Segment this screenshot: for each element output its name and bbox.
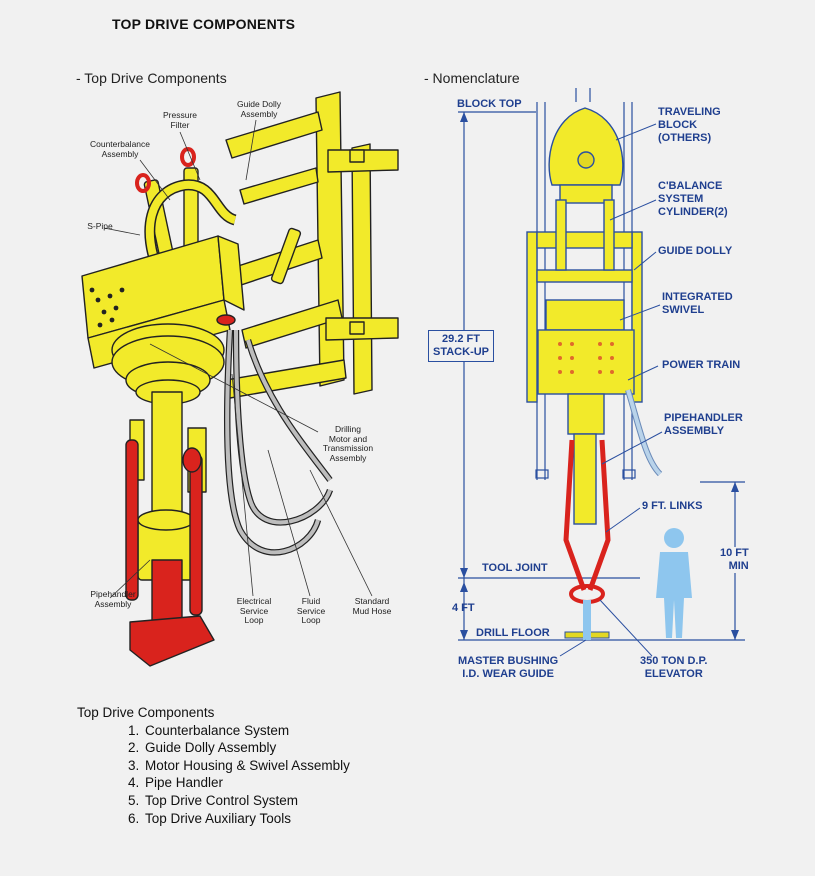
page-title: TOP DRIVE COMPONENTS (112, 16, 296, 32)
label-tool-joint: TOOL JOINT (482, 562, 548, 574)
red-bails (135, 147, 196, 193)
label-integrated-swivel: INTEGRATED SWIVEL (662, 291, 733, 316)
nomenclature-diagram (458, 88, 745, 657)
list-item: Motor Housing & Swivel Assembly (143, 757, 350, 775)
list-item: Guide Dolly Assembly (143, 739, 350, 757)
label-guide-dolly: GUIDE DOLLY (658, 245, 733, 257)
left-panel-heading: - Top Drive Components (76, 70, 227, 86)
component-list: Top Drive Components Counterbalance Syst… (77, 704, 350, 827)
label-10ft-min: 10 FT MIN (720, 547, 749, 573)
human-scale-figure (656, 528, 692, 638)
pipehandler-assembly (125, 439, 215, 667)
label-4ft: 4 FT (452, 602, 475, 614)
label-guide-dolly-assembly: Guide Dolly Assembly (237, 99, 281, 119)
label-stack-up: 29.2 FT STACK-UP (428, 330, 495, 362)
label-master-bushing: MASTER BUSHING I.D. WEAR GUIDE (458, 655, 559, 680)
label-drill-floor: DRILL FLOOR (476, 627, 550, 639)
label-counterbalance-assembly: Counterbalance Assembly (89, 139, 150, 159)
right-panel-heading: - Nomenclature (424, 70, 520, 86)
label-electrical-service-loop: Electrical Service Loop (236, 596, 272, 625)
list-item: Top Drive Auxiliary Tools (143, 810, 350, 828)
label-block-top: BLOCK TOP (457, 98, 522, 110)
label-pipehandler: PIPEHANDLER ASSEMBLY (664, 412, 743, 437)
guide-dolly-frame (225, 91, 399, 399)
list-item: Pipe Handler (143, 774, 350, 792)
label-9ft-links: 9 FT. LINKS (642, 500, 703, 512)
label-power-train: POWER TRAIN (662, 359, 741, 371)
label-cbalance-system: C'BALANCE SYSTEM CYLINDER(2) (658, 180, 728, 218)
label-pressure-filter: Pressure Filter (162, 110, 197, 130)
label-traveling-block: TRAVELING BLOCK (OTHERS) (658, 106, 721, 144)
label-drilling-motor: Drilling Motor and Transmission Assembly (322, 424, 374, 463)
list-item: Counterbalance System (143, 722, 350, 740)
label-pipehandler-assembly: Pipehandler Assembly (90, 589, 136, 609)
component-list-heading: Top Drive Components (77, 705, 215, 720)
label-fluid-service-loop: Fluid Service Loop (296, 596, 326, 625)
list-item: Top Drive Control System (143, 792, 350, 810)
label-standard-mud-hose: Standard Mud Hose (352, 596, 392, 616)
label-elevator: 350 TON D.P. ELEVATOR (640, 655, 708, 680)
label-s-pipe: S-Pipe (87, 221, 113, 231)
